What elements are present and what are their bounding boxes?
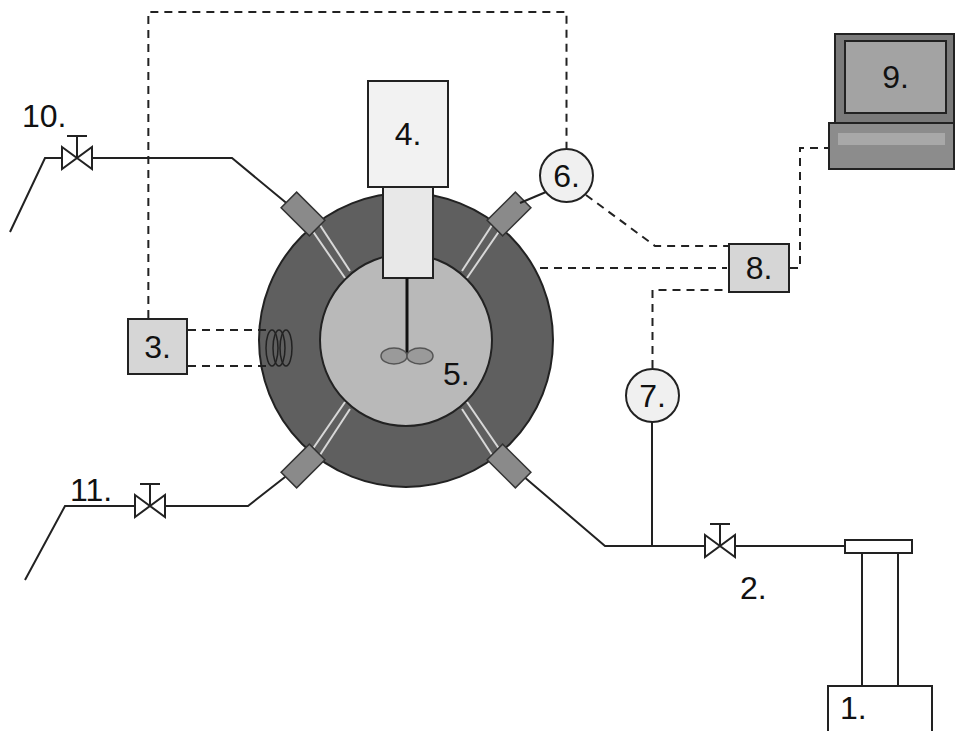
monitor-outline [828,33,955,170]
callout-number: 4. [395,118,422,150]
callout-number: 7. [639,380,666,412]
gauge-circle: 7. [625,368,680,423]
computer-monitor: 9. [828,33,955,170]
callout-number: 9. [845,61,946,93]
gauge-circle: 6. [539,148,594,203]
callout-number: 10. [22,100,66,132]
callout-number: 3. [144,331,171,363]
callout-number: 5. [443,358,470,390]
callout-number: 1. [840,692,867,724]
callout-number: 6. [553,160,580,192]
signal-line [586,195,728,246]
callout-number: 8. [746,252,773,284]
signal-line [790,148,828,268]
device-box: 8. [728,243,790,293]
callout-number: 2. [740,572,767,604]
signal-line [148,12,566,318]
device-box: 3. [127,318,188,375]
device-box: 4. [367,80,449,188]
signal-line [653,290,729,368]
callout-number: 11. [70,474,112,506]
